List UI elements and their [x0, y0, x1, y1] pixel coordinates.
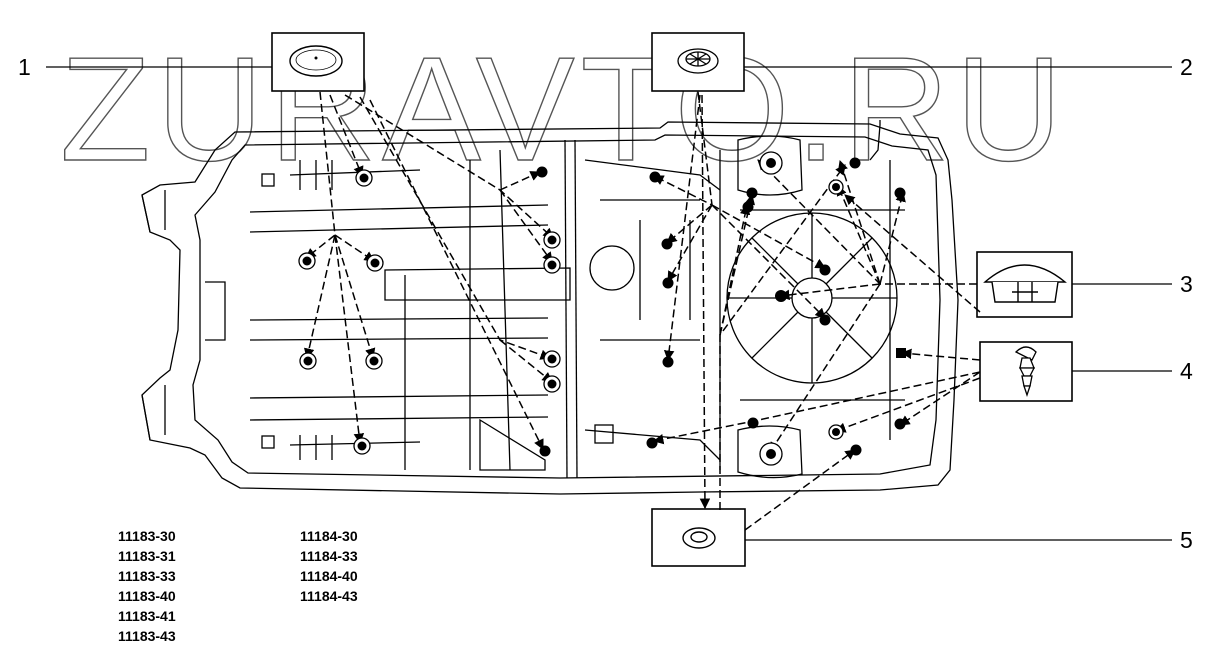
model-code: 11184-40 [300, 568, 358, 584]
model-code: 11184-30 [300, 528, 358, 544]
model-code: 11183-43 [118, 628, 176, 644]
plug-location [543, 231, 561, 249]
plug-location [649, 171, 661, 183]
plug-location [759, 442, 783, 466]
plug-location [850, 444, 862, 456]
plug-location [819, 314, 831, 326]
plug-location [646, 437, 658, 449]
plug-location [661, 238, 673, 250]
watermark-text: ZURAVTO.RU [60, 27, 1068, 192]
part-box-5 [651, 508, 746, 567]
part-box-1 [271, 32, 365, 92]
callout-number-2: 2 [1180, 54, 1193, 80]
plug-location [896, 348, 906, 358]
model-code: 11183-40 [118, 588, 176, 604]
model-codes-left: 11183-30 11183-31 11183-33 11183-40 1118… [118, 526, 176, 646]
callout-number-1: 1 [18, 54, 31, 80]
plug-location [775, 290, 787, 302]
model-code: 11184-43 [300, 588, 358, 604]
push-clip-icon [1014, 346, 1037, 398]
plug-locations [298, 151, 906, 466]
model-code: 11183-30 [118, 528, 176, 544]
plug-location [536, 166, 548, 178]
model-codes-right: 11184-30 11184-33 11184-40 11184-43 [300, 526, 358, 606]
callout-number-4: 4 [1180, 358, 1193, 384]
plug-location [299, 352, 317, 370]
plug-location [894, 418, 906, 430]
plug-location [894, 187, 906, 199]
plug-location [366, 254, 384, 272]
plug-location [828, 424, 844, 440]
plug-location [543, 256, 561, 274]
grommet-plug-icon [682, 527, 716, 549]
plug-location [747, 417, 759, 429]
plug-location [662, 356, 674, 368]
dashed-leader-arrows [303, 91, 981, 531]
part-box-3 [976, 251, 1073, 318]
plug-location [662, 277, 674, 289]
callout-number-5: 5 [1180, 527, 1193, 553]
plug-location [742, 201, 754, 213]
callout-number-3: 3 [1180, 271, 1193, 297]
cap-plug-icon [983, 264, 1067, 303]
plug-location [759, 151, 783, 175]
plug-location [539, 445, 551, 457]
plug-location [543, 375, 561, 393]
plug-location [353, 437, 371, 455]
plug-location [355, 169, 373, 187]
plug-location [746, 187, 758, 199]
plug-location [828, 179, 844, 195]
plug-location [849, 157, 861, 169]
part-box-4 [979, 341, 1073, 402]
callout-leader-lines [46, 66, 1172, 541]
floor-panel-outline [141, 120, 959, 495]
plug-location [543, 350, 561, 368]
oval-plug-icon [289, 45, 343, 77]
plug-location [819, 264, 831, 276]
model-code: 11183-41 [118, 608, 176, 624]
plug-location [298, 252, 316, 270]
model-code: 11183-31 [118, 548, 176, 564]
ribbed-plug-icon [677, 48, 719, 74]
part-box-2 [651, 32, 745, 92]
model-code: 11184-33 [300, 548, 358, 564]
model-code: 11183-33 [118, 568, 176, 584]
plug-location [365, 352, 383, 370]
